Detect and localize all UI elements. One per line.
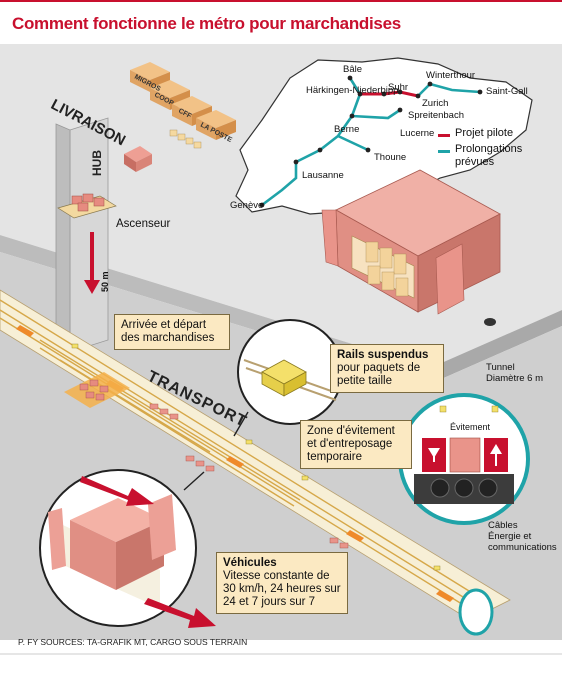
top-rule [0, 0, 562, 2]
rail-pods [71, 343, 441, 571]
city-suhr: Suhr [388, 82, 409, 93]
tunnel-communications: communications [488, 542, 557, 553]
city-geneve: Genève [230, 200, 264, 211]
platform-boxes [79, 379, 109, 401]
callout-vehicules-text: Vitesse constante de 30 km/h, 24 heures … [223, 570, 341, 608]
depth-arrow-head [84, 280, 100, 294]
route-lucerne [351, 108, 401, 120]
depth-label: 50 m [100, 271, 110, 292]
callout-arrivee: Arrivée et départ des marchandises [114, 314, 230, 350]
legend-label-prolongations: Prolongations prévues [455, 143, 523, 168]
vehicle-motion-arrows [80, 476, 216, 628]
swiss-map-outline [235, 57, 533, 215]
callout-zone: Zone d'évitement et d'entreposage tempor… [300, 420, 412, 469]
callout-vehicules: Véhicules Vitesse constante de 30 km/h, … [216, 552, 348, 614]
tunnel-title: Tunnel [486, 362, 515, 373]
elevator-boxes [71, 193, 105, 212]
city-harkingen: Härkingen-Niederbipp [306, 85, 399, 96]
vehicle-closeup [48, 494, 176, 590]
city-spreitenbach: Spreitenbach [408, 110, 464, 121]
city-saint-gall: Saint-Gall [486, 86, 528, 97]
city-dots [259, 75, 483, 208]
callout-rails-title: Rails suspendus [337, 349, 429, 361]
route-thoune [337, 134, 369, 152]
delivery-trucks [130, 62, 236, 140]
callout-rails: Rails suspendus pour paquets de petite t… [330, 344, 444, 393]
tunnel-end [458, 588, 494, 636]
city-bale: Bâle [343, 64, 363, 75]
legend-swatch-pilot [438, 134, 450, 137]
arrival-platform [64, 372, 130, 408]
route-east [429, 82, 481, 94]
source-footer: P. FY SOURCES: TA-GRAFIK MT, CARGO SOUS … [18, 637, 248, 647]
legend-swatch-prolongations [438, 150, 450, 153]
hub-label: HUB [90, 150, 104, 176]
route-winterthour [417, 83, 431, 97]
city-berne: Berne [334, 124, 360, 135]
legend-label-pilot: Projet pilote [455, 127, 514, 139]
tunnel-pods [149, 403, 349, 549]
ascenseur-label: Ascenseur [116, 218, 171, 230]
callout-vehicules-title: Véhicules [223, 557, 277, 569]
hub-shaft-side [55, 123, 71, 353]
callout-rails-text: pour paquets de petite taille [337, 362, 421, 387]
ground-edge-right [430, 310, 562, 384]
tunnel-evitement: Évitement [450, 422, 491, 432]
city-zurich: Zurich [422, 98, 449, 109]
city-lausanne: Lausanne [302, 170, 344, 181]
city-thoune: Thoune [374, 152, 407, 163]
city-winterthour: Winterthour [426, 70, 476, 81]
route-pilot [360, 90, 419, 98]
ground-crates [169, 129, 202, 149]
tunnel-diameter: Diamètre 6 m [486, 373, 544, 384]
cargo-vehicle-large [321, 169, 501, 326]
page-title: Comment fonctionne le métro pour marchan… [12, 14, 401, 33]
city-lucerne: Lucerne [400, 128, 435, 139]
tunnel-cables: Câbles [488, 520, 518, 531]
tunnel-energie: Énergie et [488, 531, 532, 542]
